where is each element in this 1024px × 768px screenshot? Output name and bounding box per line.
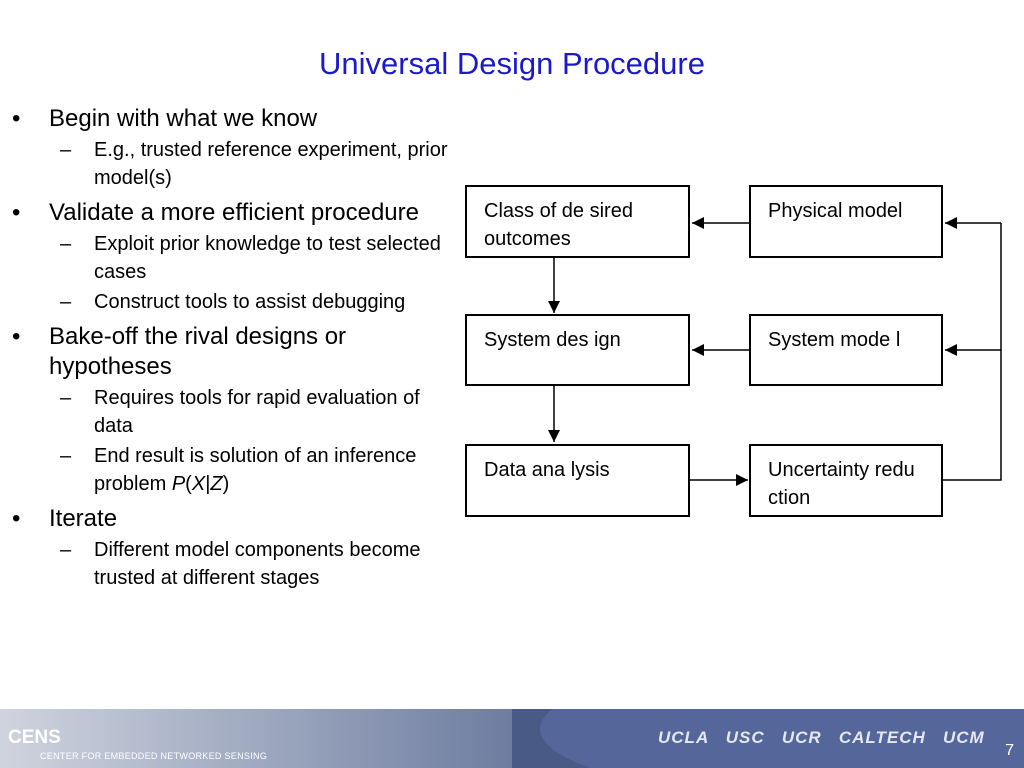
bullet-text: Iterate [49, 505, 118, 532]
footer-left-panel [0, 709, 512, 768]
sub-bullet-text: E.g., trusted reference experiment, prio… [94, 139, 448, 189]
box-label: System des ign [484, 329, 621, 351]
sub-bullet-item: –End result is solution of an inference … [12, 442, 452, 498]
sub-bullet-text: Different model components become truste… [94, 539, 421, 589]
sub-bullet-item: –Requires tools for rapid evaluation of … [12, 384, 452, 440]
bullet-dot: • [12, 505, 21, 532]
sub-bullet-dash: – [60, 291, 72, 313]
sub-bullet-item: –Different model components become trust… [12, 536, 452, 592]
footer-swoosh [540, 709, 1024, 768]
formula-z: Z [210, 473, 223, 495]
box-data-analysis: Data ana lysis [465, 444, 690, 517]
bullet-item: • Begin with what we know [12, 104, 452, 134]
bullet-item: • Iterate [12, 504, 452, 534]
sub-bullet-dash: – [60, 139, 72, 161]
sub-bullet-text: End result is solution of an inference p… [94, 445, 417, 495]
bullet-dot: • [12, 199, 21, 226]
bullet-text: Validate a more efficient procedure [49, 199, 419, 226]
cens-logo: CENS [8, 727, 61, 748]
box-label: Class of de sired outcomes [484, 200, 633, 250]
sub-bullet-item: –Construct tools to assist debugging [12, 288, 452, 316]
bullet-dot: • [12, 323, 21, 350]
box-physical-model: Physical model [749, 185, 943, 258]
sub-bullet-text: Exploit prior knowledge to test selected… [94, 233, 441, 283]
sub-bullet-item: –E.g., trusted reference experiment, pri… [12, 136, 452, 192]
formula-close-paren: ) [222, 473, 230, 495]
sub-bullet-dash: – [60, 233, 72, 255]
formula-p: P [171, 473, 186, 495]
slide-title: Universal Design Procedure [319, 46, 705, 81]
box-uncertainty-reduction: Uncertainty redu ction [749, 444, 943, 517]
box-system-design: System des ign [465, 314, 690, 386]
box-label: Uncertainty redu ction [768, 459, 915, 509]
box-class-of-desired-outcomes: Class of de sired outcomes [465, 185, 690, 258]
sub-bullet-dash: – [60, 445, 72, 467]
sub-bullet-dash: – [60, 387, 72, 409]
cens-logo-subtitle: CENTER FOR EMBEDDED NETWORKED SENSING [40, 751, 268, 761]
bullet-dot: • [12, 105, 21, 132]
sub-bullet-dash: – [60, 539, 72, 561]
bullet-list: •Begin with what we know –E.g., trusted … [12, 98, 452, 592]
bullet-item: • Validate a more efficient procedure [12, 198, 452, 228]
bullet-text: Begin with what we know [49, 105, 318, 132]
formula-open-paren: ( [185, 473, 192, 495]
sub-bullet-text: Requires tools for rapid evaluation of d… [94, 387, 420, 437]
footer-bar: CENS CENTER FOR EMBEDDED NETWORKED SENSI… [0, 709, 1024, 768]
box-label: Data ana lysis [484, 459, 610, 481]
sub-bullet-text: Construct tools to assist debugging [94, 291, 406, 313]
slide-number: 7 [1005, 742, 1014, 759]
box-label: Physical model [768, 200, 903, 222]
formula-x: X [191, 473, 206, 495]
bullet-item: • Bake-off the rival designs or hypothese… [12, 322, 452, 382]
box-system-model: System mode l [749, 314, 943, 386]
sub-bullet-item: –Exploit prior knowledge to test selecte… [12, 230, 452, 286]
feedback-loop-line [943, 223, 1002, 481]
box-label: System mode l [768, 329, 901, 351]
formula-bar: | [205, 473, 211, 495]
bullet-text: Bake-off the rival designs or hypotheses [49, 323, 347, 380]
partner-schools: UCLA USC UCR CALTECH UCM [658, 728, 985, 747]
